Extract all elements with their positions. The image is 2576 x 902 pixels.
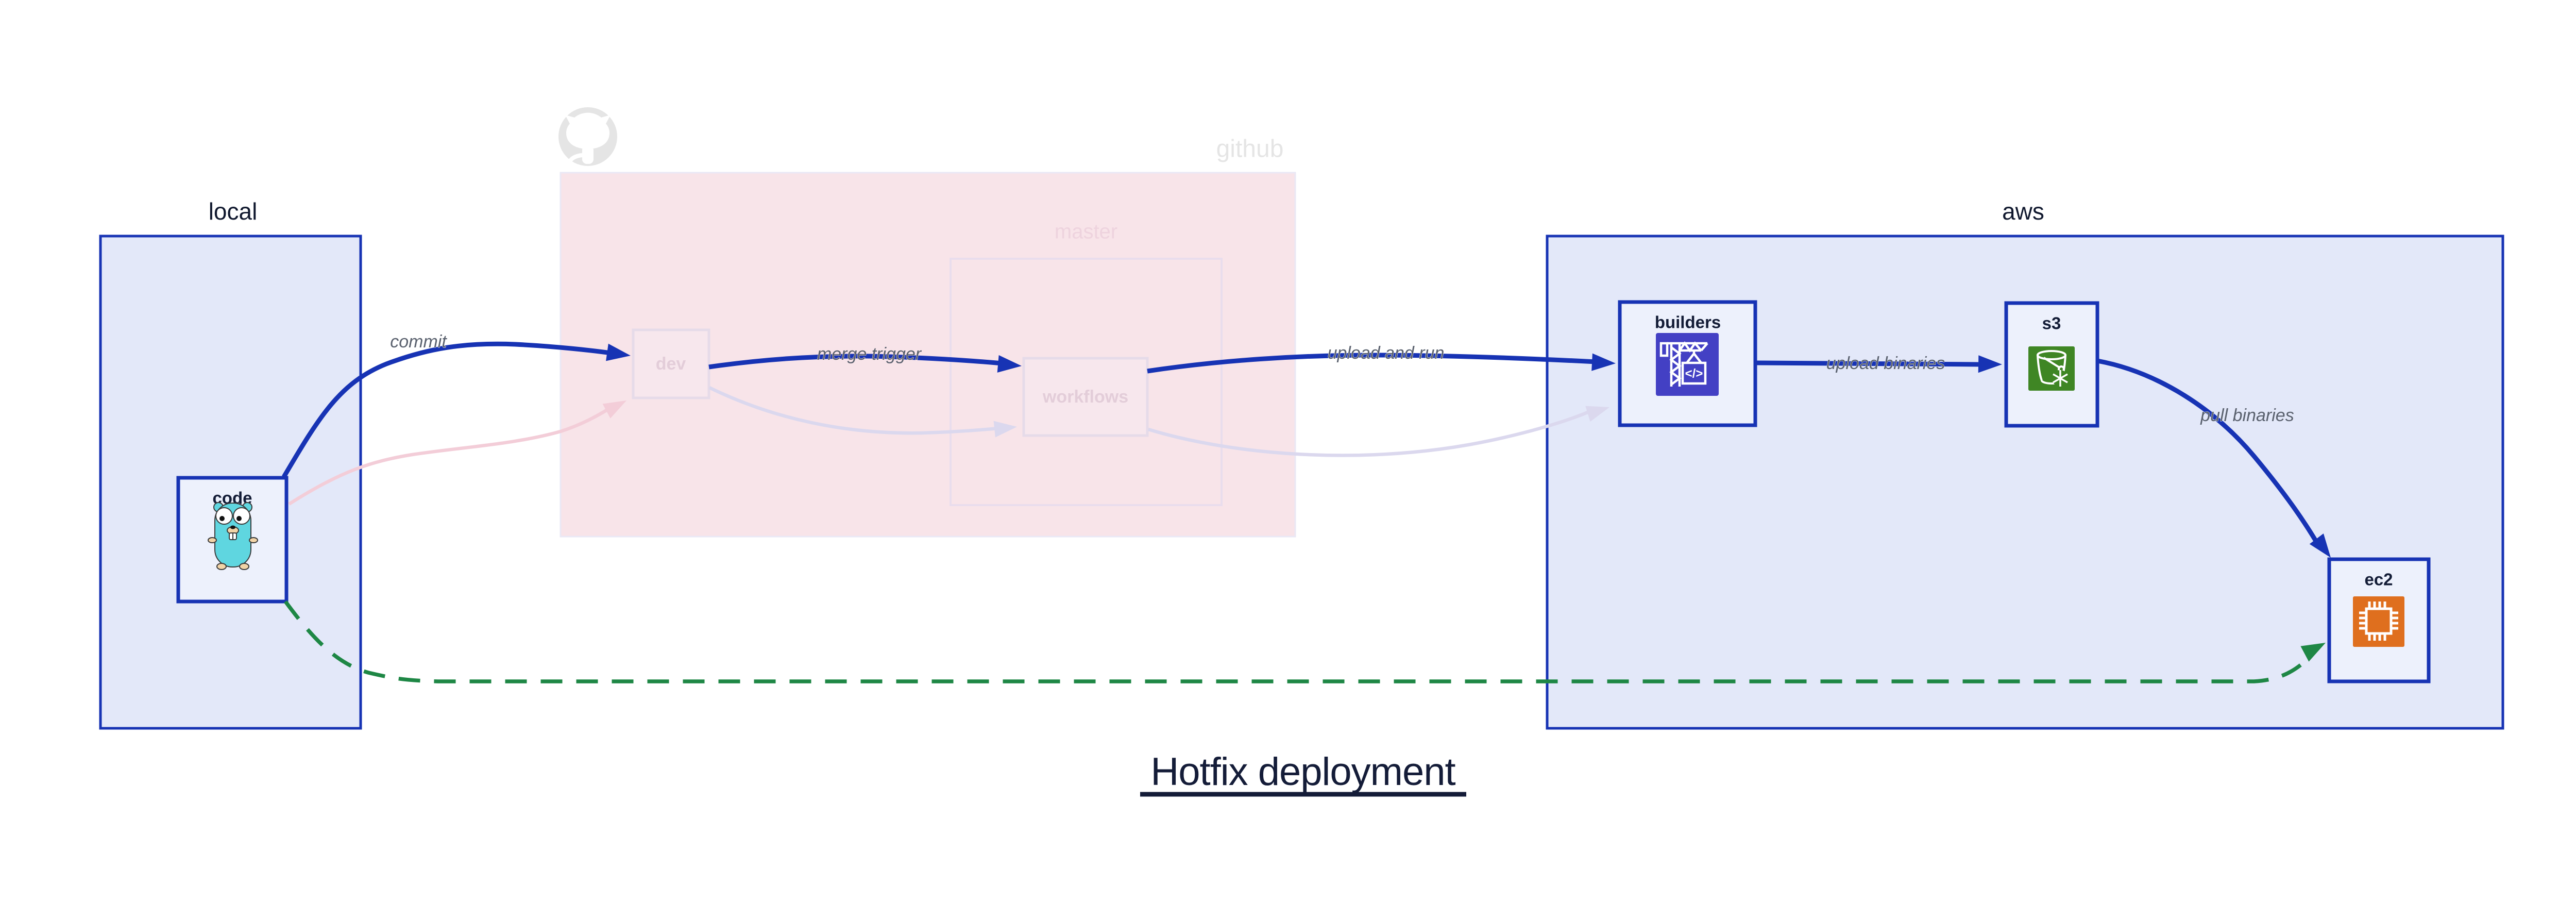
arrowhead <box>2300 643 2326 662</box>
node-workflows: workflows <box>1022 357 1149 437</box>
github-label: github <box>1216 136 1284 163</box>
aws-ec2-icon <box>2353 596 2404 647</box>
edge-hotfix-dashed <box>283 600 2326 683</box>
faded-edges <box>288 386 1609 506</box>
edge-code-to-dev-faded <box>288 400 626 506</box>
workflows-label: workflows <box>1042 387 1128 407</box>
title-text: Hotfix deployment <box>1150 750 1455 794</box>
arrowhead <box>2309 533 2331 558</box>
dev-label: dev <box>656 354 686 374</box>
merge-trigger-edge-label: merge trigger <box>817 344 922 364</box>
arrowhead <box>997 355 1022 373</box>
arrowhead <box>1591 353 1616 371</box>
node-builders: builders </> <box>1618 300 1757 427</box>
ec2-label: ec2 <box>2364 570 2393 589</box>
edge-dev-to-workflows-faded <box>708 386 1017 438</box>
local-label: local <box>209 198 258 225</box>
arrowhead <box>1585 406 1609 422</box>
aws-s3-icon <box>2028 346 2075 391</box>
hotfix-edges <box>282 341 2331 683</box>
edge-labels: commit merge trigger upload and run uplo… <box>390 331 2295 425</box>
github-octocat-icon <box>558 107 617 166</box>
edge-merge-trigger <box>708 354 1022 373</box>
diagram-title: Hotfix deployment <box>1140 750 1466 797</box>
s3-label: s3 <box>2042 314 2061 333</box>
aws-label: aws <box>2002 198 2044 225</box>
go-gopher-icon <box>208 502 258 570</box>
local-container: local <box>99 198 362 730</box>
upload-binaries-edge-label: upload binaries <box>1826 354 1945 373</box>
edge-workflows-to-builders-faded <box>1148 406 1609 457</box>
github-container: github master dev workflows <box>558 107 1296 538</box>
edge-upload-binaries <box>1755 355 2002 373</box>
master-branch-box <box>950 258 1223 506</box>
node-s3: s3 <box>2004 301 2099 428</box>
commit-edge-label: commit <box>390 332 447 352</box>
edge-pull-binaries <box>2097 358 2331 558</box>
codebuild-code-glyph: </> <box>1685 366 1703 380</box>
node-code: code <box>176 476 289 604</box>
edge-upload-and-run <box>1147 353 1616 374</box>
node-ec2: ec2 <box>2327 557 2431 683</box>
arrowhead <box>1978 355 2002 373</box>
builders-label: builders <box>1655 313 1721 332</box>
aws-codebuild-icon: </> <box>1656 333 1719 396</box>
pull-binaries-edge-label: pull binaries <box>2200 406 2294 425</box>
node-dev: dev <box>632 328 710 399</box>
arrowhead <box>602 400 626 419</box>
arrowhead <box>993 421 1017 438</box>
upload-and-run-edge-label: upload and run <box>1328 343 1445 363</box>
edge-commit <box>282 341 631 478</box>
master-label: master <box>1055 221 1117 243</box>
arrowhead <box>606 343 631 361</box>
